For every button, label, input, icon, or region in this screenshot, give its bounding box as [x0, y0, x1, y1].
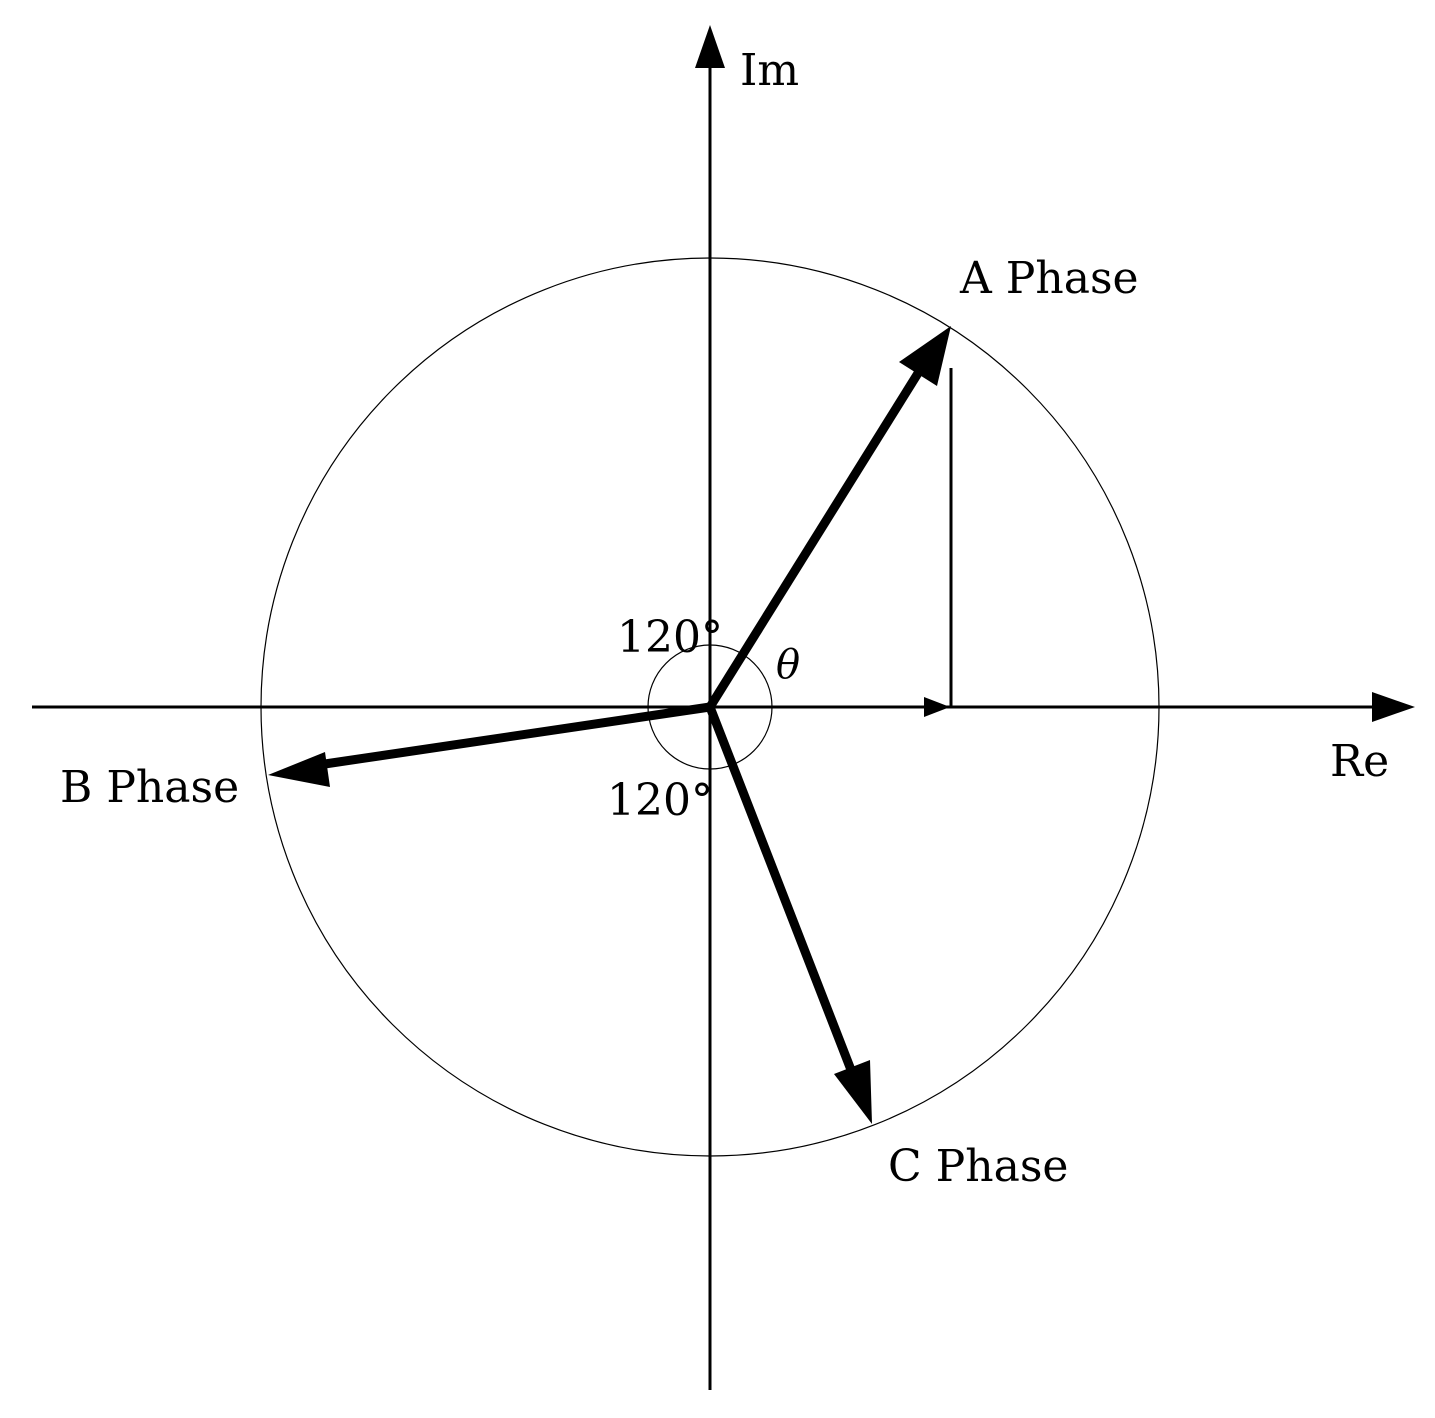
real-axis-label: Re [1330, 736, 1389, 787]
imaginary-axis-label: Im [740, 45, 799, 96]
real-axis-arrowhead [1372, 692, 1415, 722]
c-phase-label: C Phase [888, 1141, 1068, 1192]
b-phase-label: B Phase [60, 762, 239, 813]
a-phase-phasor [706, 326, 951, 710]
b-phase-arrowhead [268, 752, 330, 787]
a-phase-arrowhead [899, 326, 951, 386]
real-axis [32, 692, 1415, 722]
theta-angle-label: θ [776, 642, 800, 688]
real-projection-arrowhead [924, 697, 950, 717]
upper-angle-label: 120° [617, 612, 723, 663]
c-phase-phasor [705, 705, 872, 1124]
imaginary-axis-arrowhead [695, 25, 725, 68]
c-phase-arrowhead [834, 1060, 872, 1124]
lower-angle-label: 120° [607, 775, 713, 826]
b-phase-phasor [268, 702, 711, 787]
a-phase-real-projection [820, 697, 950, 717]
imaginary-axis [695, 25, 725, 1390]
a-phase-label: A Phase [959, 253, 1139, 304]
